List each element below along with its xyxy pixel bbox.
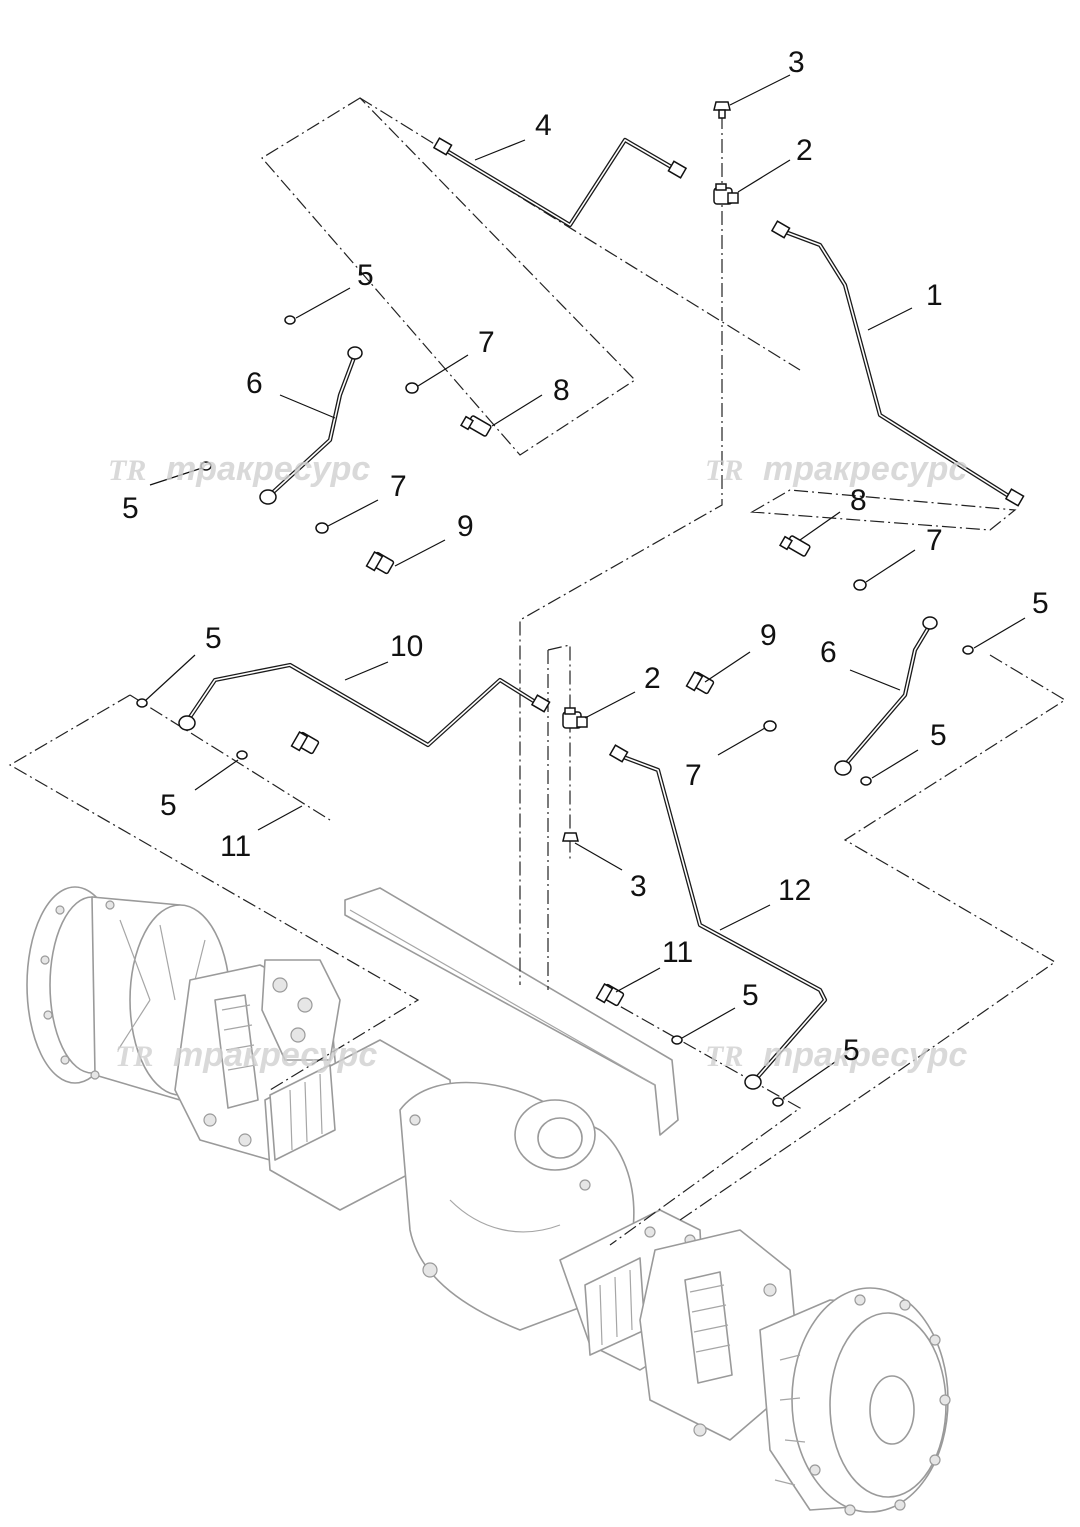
callout-7-c: 7 <box>926 524 943 557</box>
callout-5-b: 5 <box>122 492 139 525</box>
watermark-3: TR тракресурс <box>115 1036 377 1074</box>
watermark-logo: TR <box>705 1040 743 1073</box>
mounting-plate <box>344 887 679 1136</box>
callout-3-middle: 3 <box>630 870 647 903</box>
callout-5-g: 5 <box>742 979 759 1012</box>
callout-3-top: 3 <box>788 46 805 79</box>
bleeder-8-left <box>460 415 492 437</box>
callout-8-right: 8 <box>850 484 867 517</box>
callout-5-d: 5 <box>205 622 222 655</box>
pipe-6-right <box>834 616 938 776</box>
pipe-12 <box>608 744 828 1090</box>
callout-11-left: 11 <box>220 830 251 863</box>
bolt-3-top <box>713 101 731 119</box>
callout-9-right: 9 <box>760 619 777 652</box>
washer-5-c <box>962 645 974 655</box>
washer-5-f <box>860 776 872 786</box>
watermark-logo: TR <box>705 454 743 487</box>
washer-7-d <box>763 720 777 732</box>
watermark-logo: TR <box>115 1040 153 1073</box>
callout-11-right: 11 <box>662 936 693 969</box>
callout-10: 10 <box>390 630 423 663</box>
callout-7-a: 7 <box>478 326 495 359</box>
bolt-11-left <box>290 731 320 755</box>
callout-7-d: 7 <box>685 759 702 792</box>
watermark-4: TR тракресурс <box>705 1036 967 1074</box>
callout-12: 12 <box>778 874 811 907</box>
tee-fitting-2-middle <box>562 707 588 729</box>
washer-5-b <box>200 461 212 471</box>
callout-9-left: 9 <box>457 510 474 543</box>
callout-7-b: 7 <box>390 470 407 503</box>
washer-5-g <box>671 1035 683 1045</box>
callout-5-e: 5 <box>160 789 177 822</box>
watermark-text: тракресурс <box>166 450 370 488</box>
callout-5-h: 5 <box>843 1034 860 1067</box>
washer-5-h <box>772 1097 784 1107</box>
right-wheel-hub <box>759 1287 951 1516</box>
watermark-2: TR тракресурс <box>705 450 967 488</box>
bleeder-8-right <box>779 535 811 557</box>
pipe-4 <box>432 137 688 228</box>
washer-5-d <box>136 698 148 708</box>
callout-4: 4 <box>535 109 552 142</box>
pipe-1 <box>770 220 1025 507</box>
bolt-3-middle <box>562 832 579 842</box>
callout-1: 1 <box>926 279 943 312</box>
watermark-text: тракресурс <box>763 450 967 488</box>
drive-axle-assembly <box>26 886 951 1516</box>
washer-5-a <box>284 315 296 325</box>
callout-5-a: 5 <box>357 259 374 292</box>
assembly-lines <box>8 97 1067 1246</box>
washer-5-e <box>236 750 248 760</box>
washer-7-c <box>853 579 867 591</box>
bolt-9-left <box>365 551 395 575</box>
callout-5-f: 5 <box>930 719 947 752</box>
callout-8-left: 8 <box>553 374 570 407</box>
right-brake-caliper <box>639 1229 801 1441</box>
callout-2-top: 2 <box>796 134 813 167</box>
tee-fitting-2-top <box>713 183 739 205</box>
bolt-9-right <box>685 671 715 695</box>
callout-2-middle: 2 <box>644 662 661 695</box>
watermark-text: тракресурс <box>763 1036 967 1074</box>
bolt-11-right <box>595 983 625 1007</box>
washer-7-a <box>405 382 419 394</box>
watermark-1: TR тракресурс <box>108 450 370 488</box>
washer-7-b <box>315 522 329 534</box>
callout-numbers: 3 2 4 1 5 7 8 6 5 7 9 8 7 5 6 9 7 5 5 10… <box>122 46 1049 1067</box>
callout-5-c: 5 <box>1032 587 1049 620</box>
leader-lines <box>145 74 1026 1099</box>
watermark-logo: TR <box>108 454 146 487</box>
pipes <box>178 137 1025 1090</box>
callout-6-right: 6 <box>820 636 837 669</box>
fittings <box>136 101 974 1107</box>
pipe-10 <box>178 662 551 748</box>
watermark-text: тракресурс <box>173 1036 377 1074</box>
callout-6-left: 6 <box>246 367 263 400</box>
